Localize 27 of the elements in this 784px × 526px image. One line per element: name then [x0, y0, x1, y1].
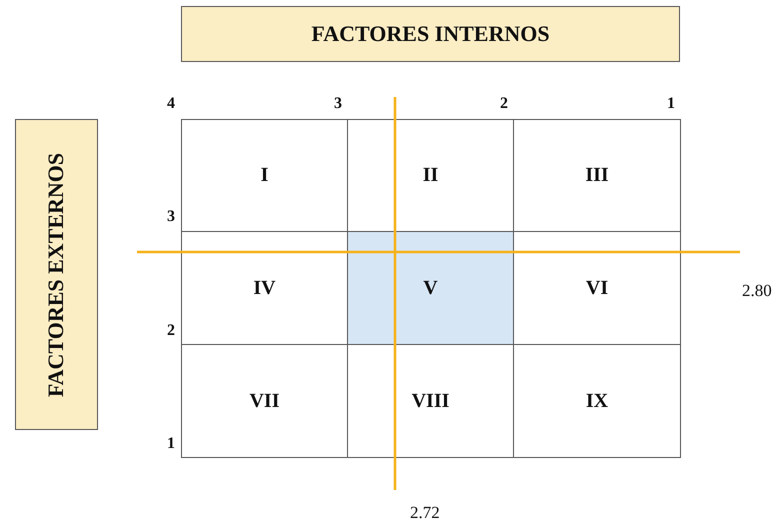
label-text: VIII	[412, 390, 450, 412]
scale-number: 3	[334, 95, 342, 113]
matrix-cell	[181, 119, 348, 232]
label-text: I	[260, 164, 268, 187]
scale-number: 2	[500, 95, 508, 113]
label-text: FACTORES INTERNOS	[311, 21, 550, 47]
label-text: VI	[586, 276, 608, 300]
score-value: 2.72	[410, 503, 440, 523]
label-text: V	[423, 276, 438, 300]
matrix-cell	[513, 119, 681, 232]
scale-number: 2	[167, 322, 175, 340]
label-text: IV	[253, 276, 276, 300]
label-text: FACTORES EXTERNOS	[44, 152, 70, 397]
matrix-cell	[181, 344, 348, 458]
header-box	[15, 119, 98, 430]
highlighted-matrix-cell	[347, 231, 514, 345]
label-text: IX	[586, 390, 608, 412]
matrix-cell	[513, 344, 681, 458]
label-text: III	[585, 164, 609, 187]
scale-number: 4	[167, 95, 175, 113]
label-text: II	[422, 164, 438, 187]
scale-number: 3	[167, 208, 175, 226]
label-text: VII	[249, 390, 280, 412]
header-box	[181, 6, 680, 62]
scale-number: 1	[667, 95, 675, 113]
scale-number: 1	[167, 435, 175, 453]
score-value: 2.80	[742, 281, 772, 301]
